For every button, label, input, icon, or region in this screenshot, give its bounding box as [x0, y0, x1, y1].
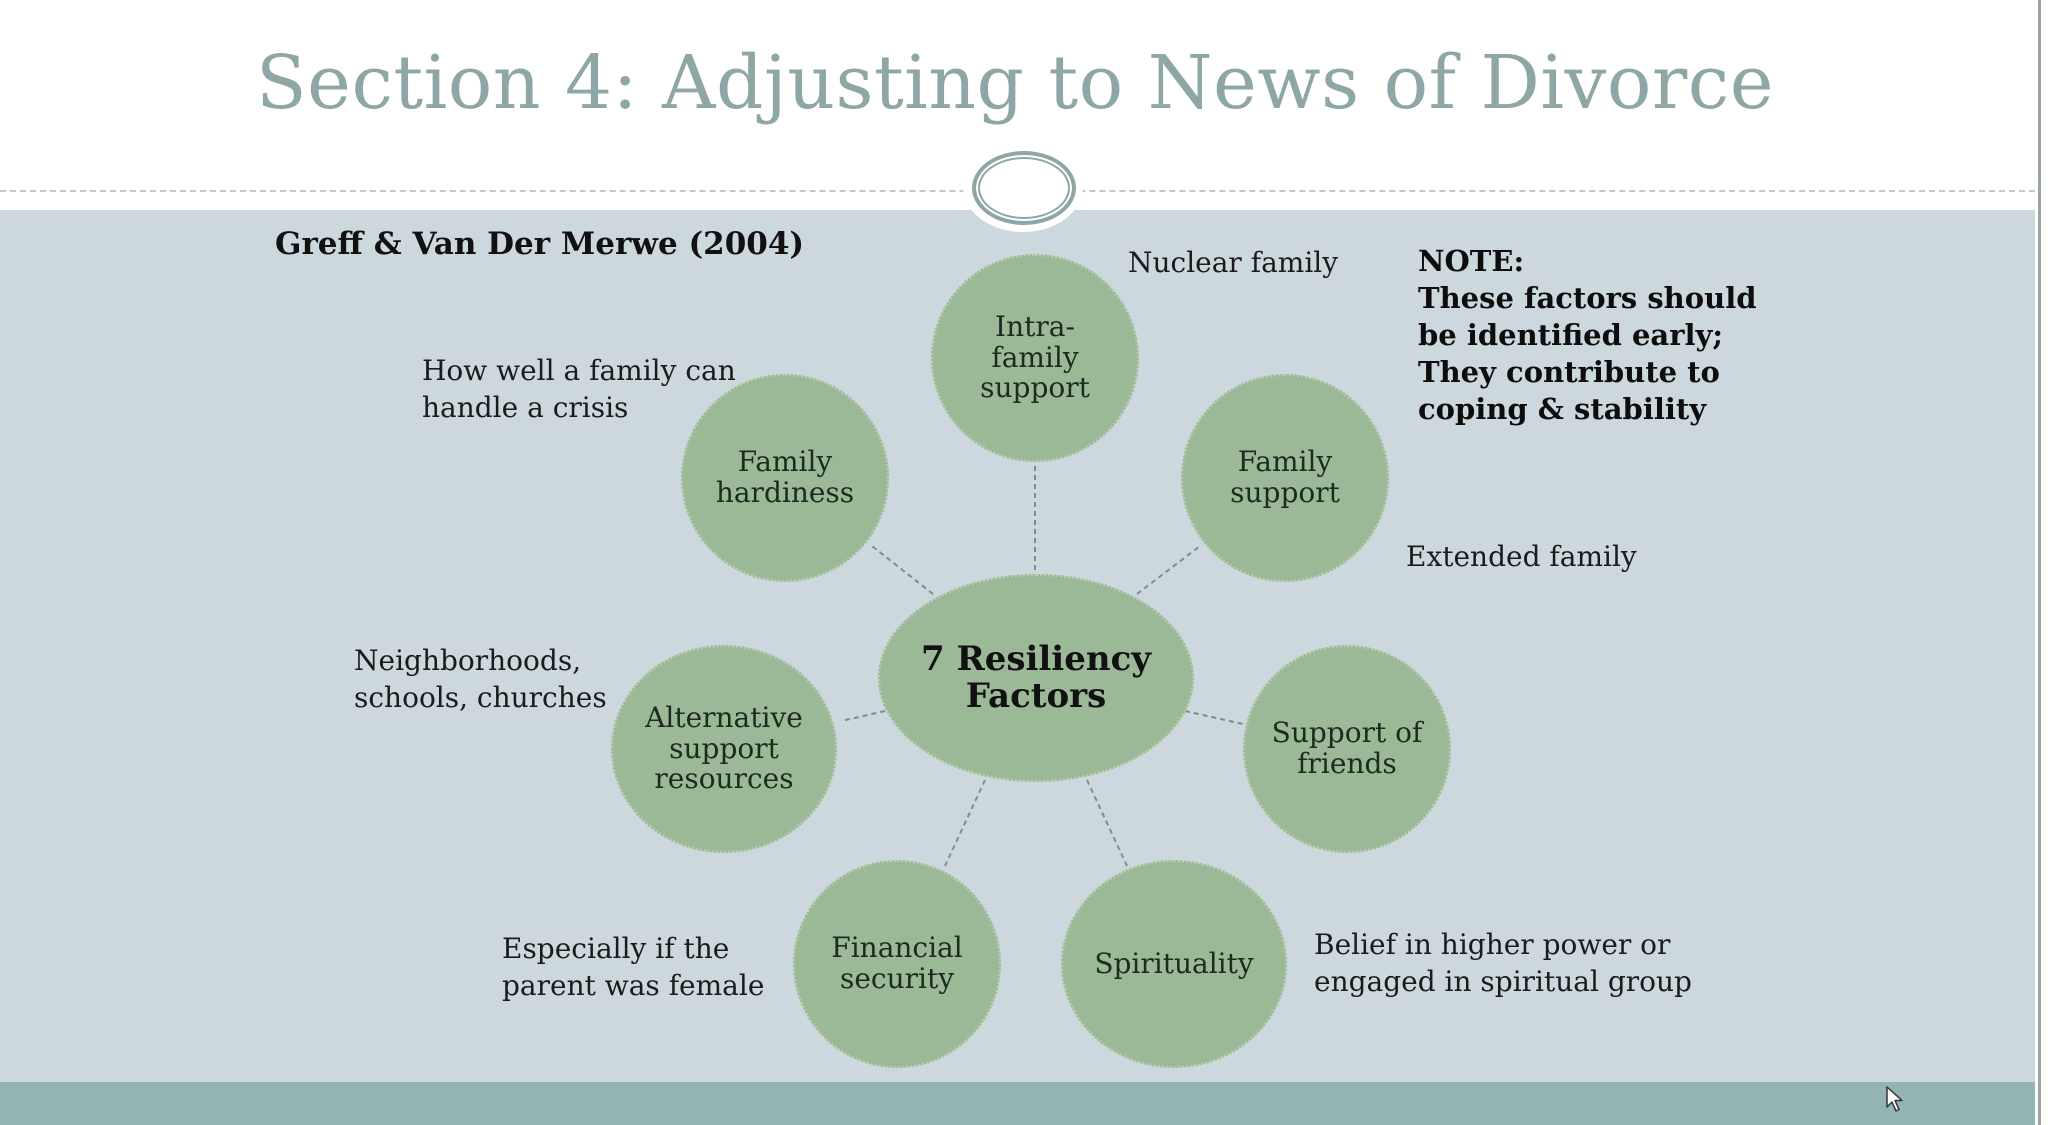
annotation-extended-family: Extended family [1406, 540, 1637, 573]
factor-node-family-support: Family support [1181, 374, 1389, 582]
note-box: NOTE: These factors should be identified… [1418, 243, 1756, 428]
slide-title: Section 4: Adjusting to News of Divorce [255, 40, 1775, 126]
annotation-family-hardiness: How well a family can handle a crisis [422, 354, 736, 424]
factor-node-intra-family-support: Intra- family support [931, 254, 1139, 462]
footer-band [0, 1082, 2035, 1125]
factor-node-support-of-friends: Support of friends [1243, 645, 1451, 853]
title-ornament [963, 142, 1083, 232]
note-line: These factors should [1418, 281, 1757, 315]
annotation-financial-security: Especially if the parent was female [502, 932, 765, 1002]
mouse-pointer-icon [1886, 1086, 1903, 1112]
ornament-ring [972, 151, 1076, 225]
annotation-spirituality: Belief in higher power or engaged in spi… [1314, 928, 1692, 998]
note-heading: NOTE: [1418, 244, 1525, 278]
note-line: coping & stability [1418, 392, 1707, 426]
factor-node-family-hardiness: Family hardiness [681, 374, 889, 582]
annotation-alternative-support: Neighborhoods, schools, churches [354, 644, 607, 714]
citation: Greff & Van Der Merwe (2004) [275, 226, 805, 262]
hub-node: 7 Resiliency Factors [878, 574, 1194, 782]
note-line: be identified early; [1418, 318, 1724, 352]
factor-node-financial-security: Financial security [793, 860, 1001, 1068]
factor-node-alternative-support-resources: Alternative support resources [611, 645, 837, 853]
factor-node-spirituality: Spirituality [1061, 860, 1287, 1068]
annotation-nuclear-family: Nuclear family [1128, 246, 1339, 279]
note-line: They contribute to [1418, 355, 1720, 389]
